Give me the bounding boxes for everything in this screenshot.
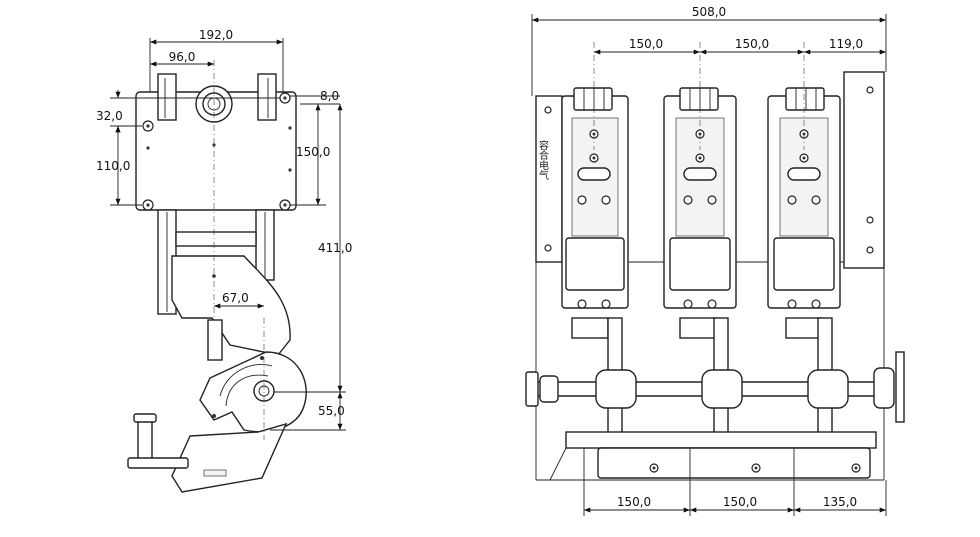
dim-height-right: 150,0 [296,145,330,159]
cam-disc [199,351,307,433]
cross-bar [175,231,257,247]
dim-width-inner: 96,0 [169,50,196,64]
dim-total-width: 508,0 [692,5,726,19]
dim-width-top: 192,0 [199,28,233,42]
brand-label: 容合电气 [537,139,549,180]
shaft-cam [807,369,849,409]
dim-offset-top: 32,0 [96,109,123,123]
dim-offset-right: 8,0 [320,89,339,103]
connector-2 [679,317,717,339]
lower-rod [207,319,223,361]
top-lug-left [157,73,177,121]
dim-hole-vertical: 110,0 [96,159,130,173]
locking-pin [137,417,153,461]
dim-shaft-offset: 67,0 [222,291,249,305]
frame-hole [866,86,874,94]
dim-edge-top: 119,0 [829,37,863,51]
dim-edge-bottom: 135,0 [823,495,857,509]
bottom-plate [171,422,288,493]
pin-rod [127,457,189,469]
frame-hole [866,246,874,254]
shaft-cam [701,369,743,409]
dim-pitch-top-2: 150,0 [735,37,769,51]
dim-pitch-bottom-2: 150,0 [723,495,757,509]
side-dimensions: 192,0 96,0 32,0 110,0 8,0 150,0 [96,28,352,431]
frame-hole [866,216,874,224]
pole-3 [767,87,841,309]
dim-shaft-height: 55,0 [318,404,345,418]
frame-right [843,71,885,269]
top-lug-right [257,73,277,121]
connector-3 [785,317,823,339]
pole-2 [663,87,737,309]
base-bar [565,431,877,449]
connector-1 [571,317,609,339]
front-dimensions: 508,0 150,0 150,0 119,0 150,0 150,0 135,… [531,5,887,516]
frame-hole [544,106,552,114]
shaft-cam [595,369,637,409]
pole-1 [561,87,629,309]
base-plate [597,447,871,479]
side-view: 192,0 96,0 32,0 110,0 8,0 150,0 [96,28,352,493]
frame-hole [544,244,552,252]
dim-total-height: 411,0 [318,241,352,255]
dim-pitch-bottom-1: 150,0 [617,495,651,509]
front-view: 容合电气 [525,5,905,516]
dim-pitch-top-1: 150,0 [629,37,663,51]
